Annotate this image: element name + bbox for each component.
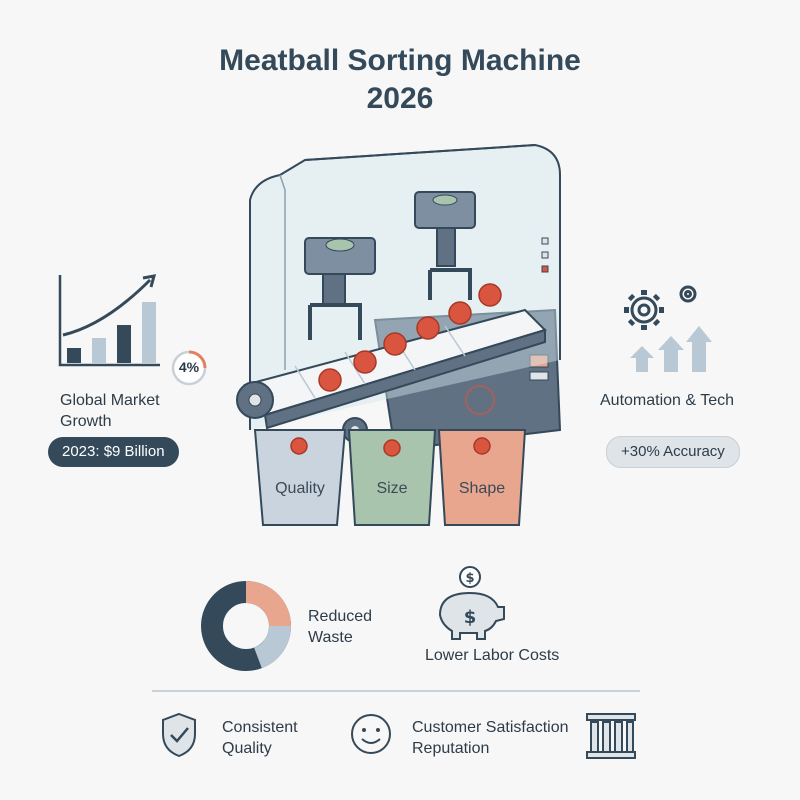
shield-check-icon [162, 712, 196, 758]
waste-label-line2: Waste [308, 629, 353, 646]
svg-text:$: $ [464, 607, 477, 628]
bin-label-shape: Shape [458, 480, 506, 497]
growth-percent-badge-ring [171, 350, 207, 386]
consistent-quality-line1: Consistent [222, 719, 298, 736]
piggy-bank-icon: $ $ [438, 566, 505, 640]
page-subtitle-year: 2026 [366, 82, 434, 115]
page-title: Meatball Sorting Machine [219, 44, 581, 77]
market-growth-chart-icon [58, 274, 160, 367]
market-label-line2: Growth [60, 413, 112, 430]
sorting-machine-illustration [236, 143, 562, 526]
bin-label-size: Size [376, 480, 408, 497]
smiley-icon [351, 714, 391, 754]
reputation-building-icon [586, 713, 636, 759]
labor-label: Lower Labor Costs [425, 647, 560, 664]
accuracy-pill: +30% Accuracy [606, 436, 740, 468]
waste-donut-icon [201, 581, 292, 671]
market-value-pill: 2023: $9 Billion [48, 437, 179, 467]
automation-label: Automation & Tech [600, 392, 735, 409]
market-label-line1: Global Market [60, 392, 160, 409]
consistent-quality-line2: Quality [222, 740, 272, 757]
waste-label-line1: Reduced [308, 608, 373, 625]
automation-gears-arrows-icon [624, 285, 712, 372]
customer-label-line1: Customer Satisfaction [412, 719, 569, 736]
svg-text:$: $ [465, 571, 474, 586]
section-divider [152, 690, 640, 692]
growth-percent-badge: 4% [178, 359, 200, 375]
bin-label-quality: Quality [275, 480, 325, 497]
customer-label-line2: Reputation [412, 740, 490, 757]
